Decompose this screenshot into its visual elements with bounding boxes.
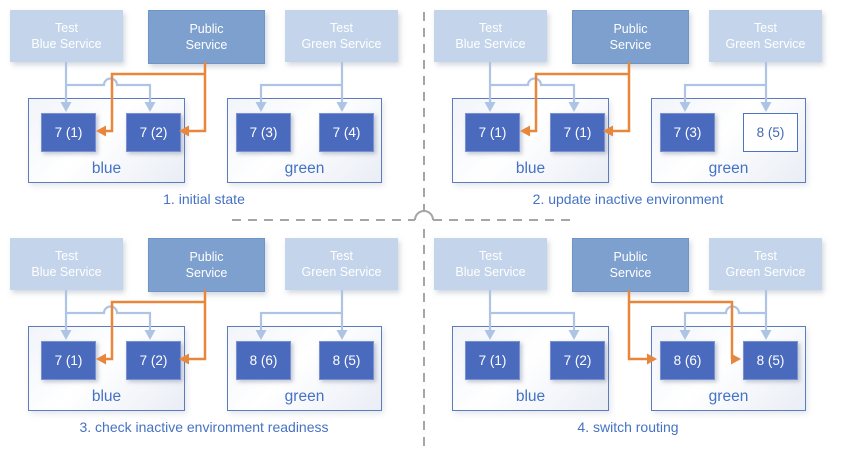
test-blue-service-box: Test Blue Service [10,10,123,62]
pod: 7 (2) [126,113,181,152]
environment-label: blue [515,388,546,405]
service-label: Service [609,38,652,52]
service-label: Test [754,20,777,35]
test-green-route-line [259,290,344,330]
service-label: Public [189,21,224,36]
test-blue-service-box: Test Blue Service [434,238,547,290]
pod: 7 (4) [319,113,374,152]
quadrant-check-readiness: Test Blue Service Public Service Test Gr… [0,228,424,456]
service-label: Service [185,266,228,280]
pod: 8 (6) [236,341,291,380]
pod: 8 (5) [319,341,374,380]
environment-label: blue [91,160,122,177]
blue-environment-box: 7 (1) 7 (2) blue [28,326,185,411]
test-blue-route-line [64,62,152,102]
pod: 7 (3) [236,113,291,152]
test-blue-route-line [488,290,576,330]
pod: 7 (3) [660,113,715,152]
service-label: Public [613,21,648,36]
pod: 7 (2) [126,341,181,380]
public-service-box: Public Service [148,10,265,64]
green-environment-box: 8 (6) 8 (5) green [227,326,382,411]
service-label: Test [479,20,502,35]
green-environment-box: 7 (3) 7 (4) green [227,98,382,183]
test-blue-service-box: Test Blue Service [434,10,547,62]
step-caption: 2. update inactive environment [532,191,724,207]
quadrant-switch-routing: Test Blue Service Public Service Test Gr… [424,228,848,456]
test-green-route-line [259,62,344,102]
step-caption: 3. check inactive environment readiness [79,419,329,435]
environment-label: green [708,388,749,405]
service-label: Public [189,249,224,264]
step-caption: 4. switch routing [577,419,679,435]
public-service-box: Public Service [148,238,265,292]
environment-label: green [708,160,749,177]
quadrant-update-inactive: Test Blue Service Public Service Test Gr… [424,0,848,228]
pod: 8 (5) [743,113,798,152]
service-label: Test [479,248,502,263]
environment-label: blue [515,160,546,177]
environment-label: green [284,388,325,405]
pod: 8 (6) [660,341,715,380]
test-green-route-line [683,290,768,330]
pod: 7 (1) [465,341,520,380]
pod: 7 (1) [550,113,605,152]
service-label: Green Service [725,265,806,279]
service-label: Service [185,38,228,52]
service-label: Service [609,266,652,280]
service-label: Test [330,248,353,263]
blue-environment-box: 7 (1) 7 (2) blue [28,98,185,183]
service-label: Blue Service [31,265,102,279]
quadrant-initial-state: Test Blue Service Public Service Test Gr… [0,0,424,228]
test-green-service-box: Test Green Service [285,238,398,290]
service-label: Test [55,248,78,263]
service-label: Blue Service [455,37,526,51]
environment-label: green [284,160,325,177]
service-label: Blue Service [455,265,526,279]
service-label: Test [754,248,777,263]
environment-label: blue [91,388,122,405]
service-label: Green Service [725,37,806,51]
step-caption: 1. initial state [163,191,245,207]
test-blue-service-box: Test Blue Service [10,238,123,290]
service-label: Green Service [301,265,382,279]
green-environment-box: 8 (6) 8 (5) green [651,326,806,411]
pod: 7 (1) [465,113,520,152]
test-blue-route-line [488,62,576,102]
pod: 7 (1) [41,113,96,152]
pod: 8 (5) [743,341,798,380]
green-environment-box: 7 (3) 8 (5) green [651,98,806,183]
service-label: Public [613,249,648,264]
test-green-service-box: Test Green Service [709,238,822,290]
blue-environment-box: 7 (1) 7 (2) blue [452,326,609,411]
service-label: Test [55,20,78,35]
test-blue-route-line [64,290,152,330]
service-label: Green Service [301,37,382,51]
pod: 7 (2) [550,341,605,380]
test-green-route-line [683,62,768,102]
public-service-box: Public Service [572,10,689,64]
service-label: Test [330,20,353,35]
service-label: Blue Service [31,37,102,51]
blue-environment-box: 7 (1) 7 (1) blue [452,98,609,183]
test-green-service-box: Test Green Service [709,10,822,62]
pod: 7 (1) [41,341,96,380]
public-service-box: Public Service [572,238,689,292]
test-green-service-box: Test Green Service [285,10,398,62]
